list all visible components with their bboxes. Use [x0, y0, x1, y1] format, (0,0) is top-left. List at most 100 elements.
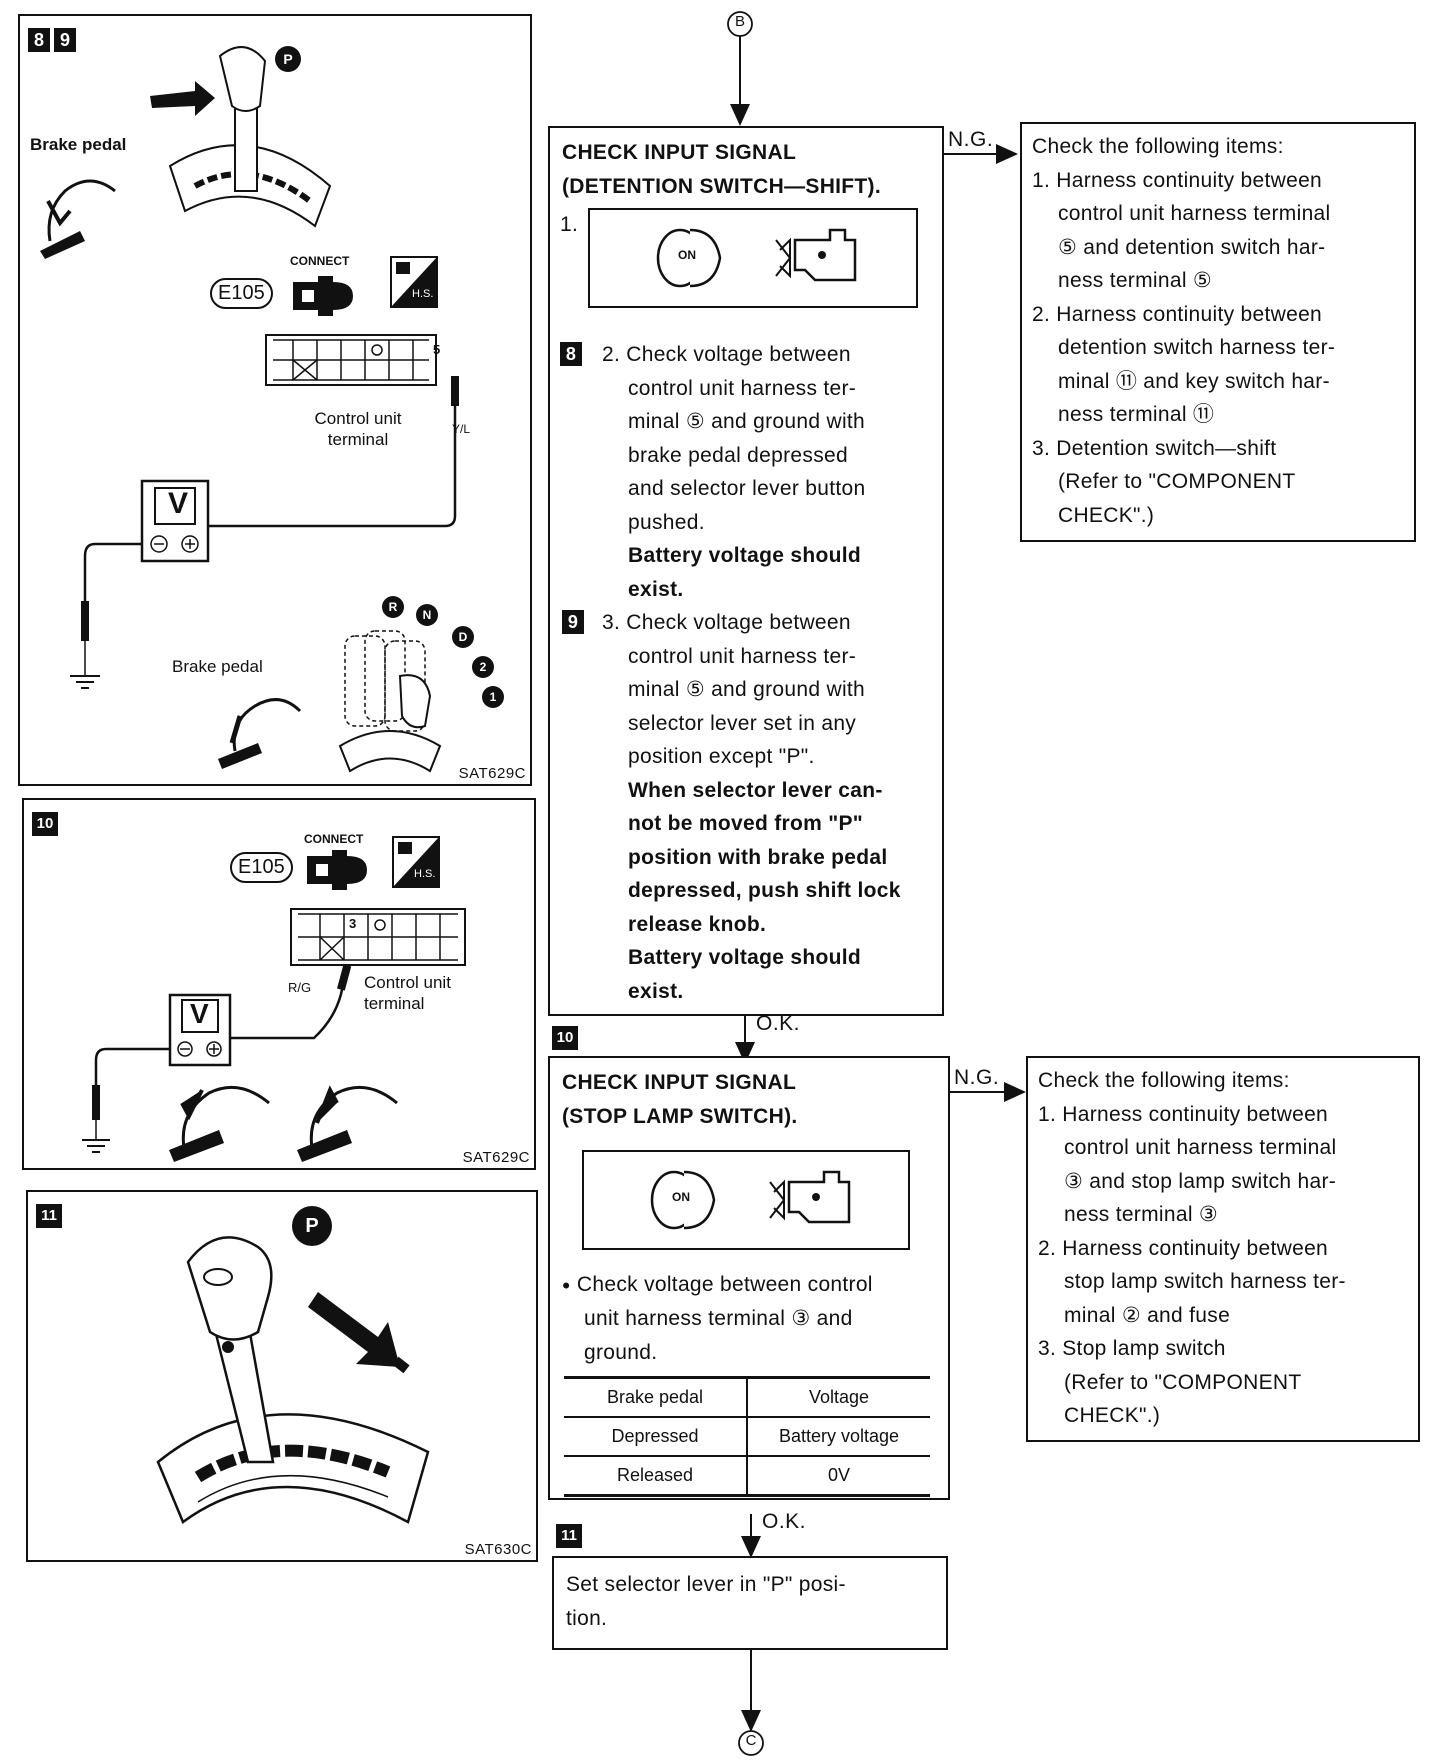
voltage-table: Brake pedal Voltage Depressed Battery vo… — [564, 1376, 930, 1497]
gear-r-label: R — [388, 600, 398, 614]
step2-line-3: minal ⑤ and ground with — [628, 410, 866, 433]
connector-plug-icon — [307, 850, 367, 890]
step3-note-4: depressed, push shift lock — [628, 879, 901, 902]
step1-item1: 1. — [560, 213, 579, 236]
brake-pedal-icon-bottom — [218, 698, 302, 769]
step2-title-line1: CHECK INPUT SIGNAL — [562, 1071, 797, 1094]
terminal-number: 5 — [433, 342, 441, 357]
p-circle: P — [292, 1206, 332, 1246]
ng2-line-4: ③ and stop lamp switch har- — [1064, 1169, 1337, 1193]
gear-d-badge: D — [452, 626, 474, 648]
step3-line-1: 3. Check voltage between — [602, 611, 851, 634]
brake-pedal-icon-top — [40, 179, 116, 259]
ng2-line-11: CHECK".) — [1064, 1404, 1161, 1427]
ng2-line-10: (Refer to "COMPONENT — [1064, 1370, 1302, 1394]
gear-1-badge: 1 — [482, 686, 504, 708]
figure-id: SAT629C — [458, 765, 526, 782]
step1-check-2: 8 2. Check voltage between control unit … — [560, 338, 930, 606]
figure-id: SAT630C — [464, 1541, 532, 1558]
connector-top: B — [734, 13, 745, 30]
key-engine-icon — [656, 228, 857, 288]
badge-10: 10 — [32, 812, 58, 836]
ng2-line-2: 1. Harness continuity between — [1038, 1102, 1329, 1126]
step3-line-4: selector lever set in any — [628, 711, 857, 735]
step3-note-3: position with brake pedal — [628, 845, 888, 869]
p-label: P — [305, 1215, 319, 1237]
step2-line-1: 2. Check voltage between — [602, 343, 851, 366]
check-stop-lamp-switch-box: CHECK INPUT SIGNAL (STOP LAMP SWITCH). O… — [548, 1056, 950, 1500]
step1-check-3: 9 3. Check voltage between control unit … — [560, 606, 930, 1008]
connector-plug-icon — [293, 276, 353, 316]
brake-pedal-label-top: Brake pedal — [30, 135, 127, 154]
bullet-line-3: ground. — [584, 1340, 658, 1364]
table-header-row: Brake pedal Voltage — [564, 1376, 930, 1417]
ng2-line-7: stop lamp switch harness ter- — [1064, 1270, 1346, 1293]
step3-result-1: Battery voltage should — [628, 946, 861, 969]
wire-color-label: R/G — [288, 980, 312, 995]
step2-line-5: and selector lever button — [628, 477, 866, 500]
step1-badge-9: 9 — [562, 610, 584, 634]
table-cell: Battery voltage — [747, 1416, 930, 1456]
gear-n-label: N — [422, 608, 432, 622]
panel-step-11: 11 P SAT630C — [26, 1190, 538, 1562]
ng2-line-9: 3. Stop lamp switch — [1038, 1337, 1226, 1360]
brake-pedal-depress-icon — [169, 1085, 270, 1162]
step3-note-5: release knob. — [628, 912, 767, 936]
harness-side-icon — [392, 836, 440, 888]
step2-line-4: brake pedal depressed — [628, 443, 848, 467]
step2-line-6: pushed. — [628, 510, 705, 534]
step2-line-2: control unit harness ter- — [628, 376, 857, 400]
harness-side-icon — [390, 256, 438, 308]
table-cell: Depressed — [564, 1416, 748, 1456]
set-selector-lever-box: Set selector lever in "P" posi- tion. — [552, 1556, 948, 1650]
figure-id: SAT629C — [462, 1149, 530, 1166]
connector-code-text: E105 — [238, 856, 285, 878]
step3-note-1: When selector lever can- — [628, 778, 883, 802]
selector-lever-p-illustration — [156, 1236, 430, 1524]
connector-code-e105: E105 — [210, 278, 273, 309]
connector-bottom: C — [745, 1732, 757, 1749]
on-label: ON — [678, 248, 696, 262]
bullet-line-2: unit harness terminal ③ and — [584, 1307, 853, 1331]
gear-2-label: 2 — [479, 660, 487, 674]
step3-note-2: not be moved from "P" — [628, 812, 864, 835]
terminal-block — [265, 334, 437, 386]
ng2-line-3: control unit harness terminal — [1064, 1136, 1337, 1159]
badge-9: 9 — [54, 28, 76, 52]
gear-2-badge: 2 — [472, 656, 494, 678]
ok-label-2: O.K. — [762, 1510, 807, 1533]
ok1-badge-10: 10 — [552, 1026, 578, 1050]
key-engine-icon — [650, 1170, 851, 1230]
ng1-line-7: detention switch harness ter- — [1058, 336, 1336, 359]
voltmeter-wiring — [82, 964, 352, 1153]
ng2-line-8: minal ② and fuse — [1064, 1303, 1231, 1327]
panel-step-10: 10 CONNECT E105 H.S. 3 R/G Control unit … — [22, 798, 536, 1170]
step3-line-5: position except "P". — [628, 745, 815, 768]
step3-result-2: exist. — [628, 979, 684, 1003]
terminal-block — [290, 908, 466, 966]
check-detention-switch-box: CHECK INPUT SIGNAL (DETENTION SWITCH—SHI… — [548, 126, 944, 1016]
shift-gate-illustration — [338, 630, 442, 773]
table-header-cell: Brake pedal — [564, 1376, 748, 1417]
step3-line-3: minal ⑤ and ground with — [628, 678, 866, 701]
table-cell: Released — [564, 1455, 748, 1497]
selector-lever-illustration — [150, 46, 332, 228]
ng-check-items-box-2: Check the following items: 1. Harness co… — [1026, 1056, 1420, 1442]
ng1-line-4: ⑤ and detention switch har- — [1058, 235, 1326, 259]
table-cell: 0V — [747, 1455, 930, 1497]
ignition-on-illustration-1: ON — [588, 208, 918, 308]
wire-color-label: Y/L — [452, 422, 471, 436]
ng-check-items-box-1: Check the following items: 1. Harness co… — [1020, 122, 1416, 542]
ok2-badge-11: 11 — [556, 1524, 582, 1548]
ng1-line-5: ness terminal ⑤ — [1058, 269, 1213, 292]
step3-line-2: control unit harness ter- — [628, 644, 857, 668]
gear-1-label: 1 — [489, 690, 497, 704]
table-row: Released 0V — [564, 1455, 930, 1497]
gear-r-badge: R — [382, 596, 404, 618]
control-unit-label: Control unit terminal — [364, 973, 451, 1013]
ng1-line-6: 2. Harness continuity between — [1032, 302, 1323, 326]
p-label: P — [283, 51, 293, 67]
ng-label-1: N.G. — [948, 128, 994, 151]
badge-8: 8 — [28, 28, 50, 52]
